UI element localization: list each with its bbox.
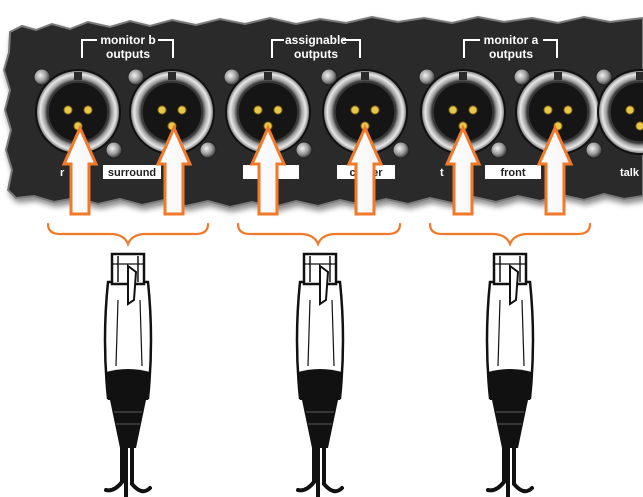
screw-icon xyxy=(393,142,409,158)
xlr-latch-notch xyxy=(168,72,176,80)
cable-wire xyxy=(106,440,150,497)
xlr-cables xyxy=(105,254,533,497)
brace-monitor-b xyxy=(48,224,208,244)
xlr-cable-monitor-a xyxy=(487,254,533,497)
xlr-pin xyxy=(544,106,552,114)
group-subtitle-assignable: outputs xyxy=(294,47,338,61)
xlr-latch-notch xyxy=(636,72,643,80)
xlr-cable-assignable xyxy=(297,254,343,497)
xlr-pin xyxy=(254,106,262,114)
xlr-latch-notch xyxy=(361,72,369,80)
screw-icon xyxy=(296,142,312,158)
jack-label-surround: surround xyxy=(108,167,156,179)
xlr-latch-notch xyxy=(554,72,562,80)
connector-band xyxy=(298,369,342,400)
xlr-pin xyxy=(636,122,643,130)
xlr-pin xyxy=(178,106,186,114)
group-subtitle-monitor-b: outputs xyxy=(106,47,150,61)
xlr-pin xyxy=(626,106,634,114)
connector-latch-icon xyxy=(128,266,136,304)
cable-wire xyxy=(298,440,342,497)
jack-label-left-partial: t xyxy=(440,167,444,179)
group-title-monitor-b: monitor b xyxy=(100,33,155,47)
xlr-pin xyxy=(274,106,282,114)
xlr-pin xyxy=(158,106,166,114)
group-subtitle-monitor-a: outputs xyxy=(489,47,533,61)
orange-braces xyxy=(48,224,590,244)
screw-icon xyxy=(200,142,216,158)
xlr-pin xyxy=(351,106,359,114)
xlr-cable-monitor-b xyxy=(105,254,151,497)
jack-label-talk: talk xyxy=(620,167,640,179)
screw-icon xyxy=(106,142,122,158)
jack-label-rear-partial: r xyxy=(60,167,65,179)
connector-band xyxy=(106,369,150,400)
xlr-latch-notch xyxy=(74,72,82,80)
screw-icon xyxy=(586,142,602,158)
xlr-latch-notch xyxy=(264,72,272,80)
xlr-pin xyxy=(449,106,457,114)
screw-icon xyxy=(491,142,507,158)
jack-label-front: front xyxy=(500,167,525,179)
group-title-monitor-a: monitor a xyxy=(484,33,539,47)
xlr-pin xyxy=(371,106,379,114)
connector-latch-icon xyxy=(320,266,328,304)
xlr-pin xyxy=(469,106,477,114)
xlr-pin xyxy=(64,106,72,114)
xlr-pin xyxy=(564,106,572,114)
brace-assignable xyxy=(238,224,400,244)
group-title-assignable: assignable xyxy=(285,33,347,47)
connector-latch-icon xyxy=(510,266,518,304)
xlr-latch-notch xyxy=(459,72,467,80)
connector-band xyxy=(488,369,532,400)
brace-monitor-a xyxy=(430,224,590,244)
xlr-pin xyxy=(84,106,92,114)
cable-wire xyxy=(488,440,532,497)
